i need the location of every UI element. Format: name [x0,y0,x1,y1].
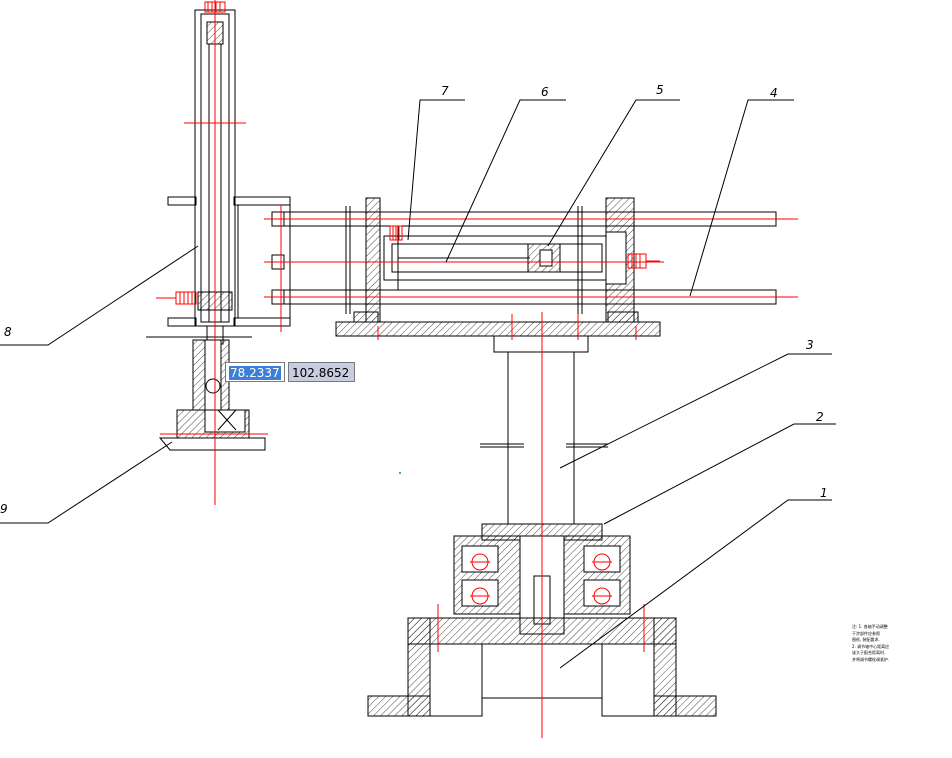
note-line: 该大于配合距离时, [852,650,886,655]
arm-base-plate [335,321,661,337]
leader-lines [0,99,836,669]
note-line: 注: 1. 各轴手动调整 [852,624,888,629]
part-labels: 7 6 5 4 3 2 1 8 9 [0,83,828,516]
dynamic-input-y[interactable]: 102.8652 [288,362,355,382]
part-label-1: 1 [820,486,828,500]
column-assembly [480,335,608,525]
arm-fittings [389,225,660,269]
dynamic-input-x[interactable]: 78.2337 [225,362,285,382]
note-line: 并将调节螺栓调紧护. [852,656,890,662]
part-label-3: 3 [806,338,814,352]
part-label-7: 7 [441,84,449,98]
arm-cylinder [383,235,607,281]
part-label-8: 8 [4,325,12,339]
left-end-plate [365,197,381,323]
centerlines [160,0,798,738]
origin-mark [399,472,401,474]
technical-notes: 注: 1. 各轴手动调整 干涉部件应参照 图纸, 装配要求. 2. 调节轴中心距… [852,624,914,663]
part-label-5: 5 [656,83,664,97]
part-label-6: 6 [541,85,549,99]
x-value-selected[interactable]: 78.2337 [229,366,281,380]
cylinder-fittings [156,1,226,305]
column-shaft [507,351,575,525]
part-label-2: 2 [816,410,824,424]
suction-cup [158,437,266,451]
base-assembly [367,523,717,717]
note-line: 干涉部件应参照 [852,630,880,636]
note-line: 2. 调节轴中心距离应 [852,643,890,649]
note-line: 图纸, 装配要求. [852,637,880,642]
part-label-4: 4 [770,86,778,100]
bearing-circles [470,553,612,605]
vertical-cylinder-assembly [146,9,291,451]
part-label-9: 9 [0,502,8,516]
column-top-flange [493,335,589,353]
